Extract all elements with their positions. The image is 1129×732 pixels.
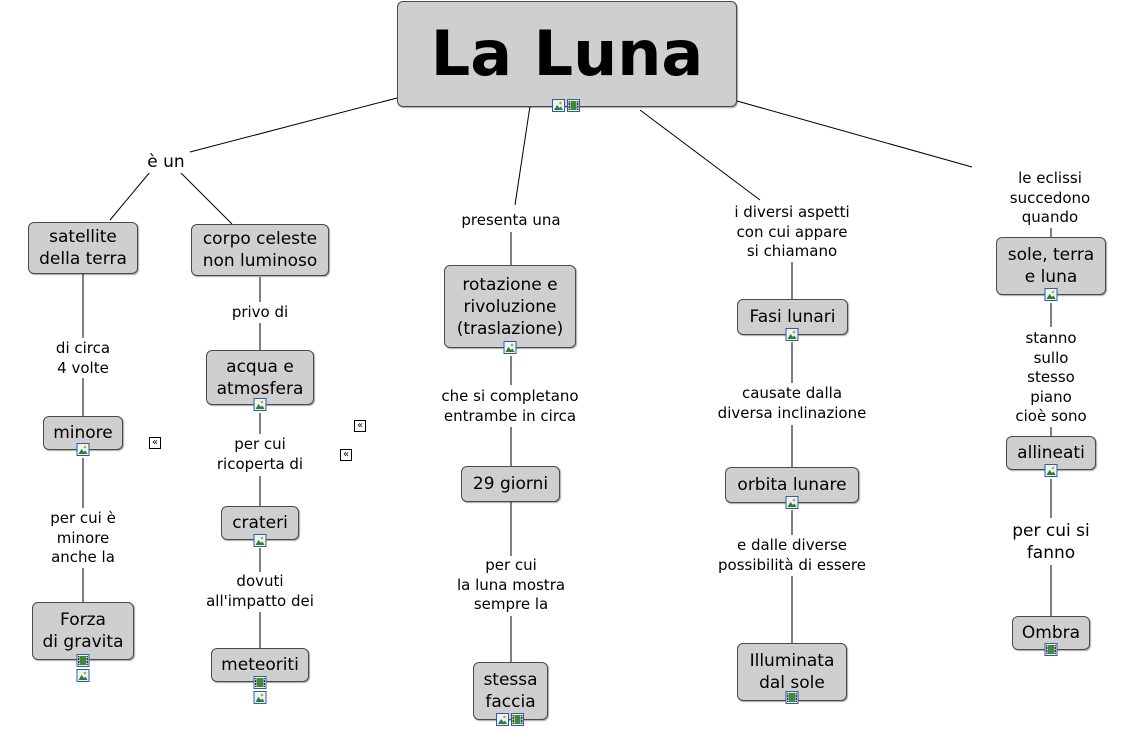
concept-label: orbita lunare (737, 475, 847, 495)
collapse-toggle[interactable]: « (354, 420, 366, 432)
image-resource-icon[interactable] (1044, 288, 1058, 301)
link-phrase-dovuti: dovuti all'impatto dei (206, 572, 314, 611)
image-resource-icon[interactable] (1044, 464, 1058, 477)
concept-label: stessa faccia (483, 670, 538, 712)
concept-label: allineati (1017, 443, 1085, 463)
video-resource-icon[interactable] (785, 691, 799, 704)
concept-label: corpo celeste non luminoso (202, 229, 318, 271)
link-phrase-di-circa: di circa 4 volte (55, 339, 111, 378)
image-resource-icon[interactable] (552, 99, 565, 112)
link-phrase-per-cui-luna: per cui la luna mostra sempre la (456, 556, 566, 615)
fasi-resources (785, 328, 799, 341)
faccia-resources (496, 713, 524, 726)
title-resources (552, 99, 580, 112)
image-resource-icon[interactable] (785, 328, 799, 341)
allineati-resources (1044, 464, 1058, 477)
ombra-resources (1044, 643, 1058, 656)
concept-label: Illuminata dal sole (749, 651, 835, 693)
link-phrase-eclissi: le eclissi succedono quando (1009, 169, 1091, 228)
link-phrase-causate: causate dalla diversa inclinazione (717, 384, 867, 423)
concept-label: Forza di gravita (42, 610, 124, 652)
video-resource-icon[interactable] (76, 654, 90, 667)
image-resource-icon[interactable] (76, 443, 90, 456)
concept-rotazione[interactable]: rotazione e rivoluzione (traslazione) (444, 265, 576, 348)
link-phrase-per-cui-minore: per cui è minore anche la (50, 509, 116, 568)
concept-label: crateri (232, 513, 288, 533)
concept-label: Fasi lunari (749, 307, 836, 327)
main-topic-title[interactable]: La Luna (397, 1, 737, 107)
link-phrase-e-dalle: e dalle diverse possibilità di essere (718, 536, 866, 575)
acqua-resources (253, 398, 267, 411)
concept-label: Ombra (1021, 623, 1081, 643)
video-resource-icon[interactable] (253, 676, 267, 689)
concept-corpo-celeste[interactable]: corpo celeste non luminoso (191, 224, 329, 276)
image-resource-icon[interactable] (503, 341, 517, 354)
concept-29-giorni[interactable]: 29 giorni (461, 466, 560, 502)
concept-label: minore (53, 423, 113, 443)
link-phrase-diversi-aspetti: i diversi aspetti con cui appare si chia… (734, 203, 850, 262)
concept-label: rotazione e rivoluzione (traslazione) (456, 274, 564, 339)
link-phrase-stanno: stanno sullo stesso piano cioè sono (1012, 329, 1090, 427)
concept-label: meteoriti (221, 655, 299, 675)
link-phrase-privo-di: privo di (231, 303, 289, 323)
sole-resources (1044, 288, 1058, 301)
image-resource-icon[interactable] (253, 691, 267, 704)
concept-illuminata[interactable]: Illuminata dal sole (737, 643, 847, 701)
crateri-resources (253, 534, 267, 547)
meteoriti-resources (253, 676, 267, 704)
minore-resources (76, 443, 90, 456)
video-resource-icon[interactable] (511, 713, 524, 726)
link-phrase-per-cui-fanno: per cui si fanno (1012, 520, 1090, 564)
orbita-resources (785, 496, 799, 509)
concept-sole-terra-luna[interactable]: sole, terra e luna (996, 237, 1106, 295)
link-phrase-che-si: che si completano entrambe in circa (441, 387, 579, 426)
concept-label: acqua e atmosfera (216, 356, 304, 399)
concept-label: sole, terra e luna (1007, 245, 1095, 287)
link-phrase-per-cui-ricoperta: per cui ricoperta di (216, 435, 304, 474)
concept-satellite[interactable]: satellite della terra (28, 222, 138, 274)
link-phrase-e-un: è un (147, 151, 185, 173)
collapse-toggle[interactable]: « (340, 449, 352, 461)
video-resource-icon[interactable] (1044, 643, 1058, 656)
concept-forza-gravita[interactable]: Forza di gravita (32, 602, 134, 660)
link-phrase-presenta: presenta una (461, 211, 561, 231)
concept-label: satellite della terra (39, 227, 127, 269)
collapse-toggle[interactable]: « (149, 437, 161, 449)
image-resource-icon[interactable] (253, 534, 267, 547)
video-resource-icon[interactable] (567, 99, 580, 112)
forza-resources (76, 654, 90, 682)
concept-minore[interactable]: minore (43, 416, 123, 450)
image-resource-icon[interactable] (496, 713, 509, 726)
image-resource-icon[interactable] (785, 496, 799, 509)
concept-stessa-faccia[interactable]: stessa faccia (473, 662, 548, 720)
rotazione-resources (503, 341, 517, 354)
image-resource-icon[interactable] (76, 669, 90, 682)
concept-acqua-atmosfera[interactable]: acqua e atmosfera (206, 350, 314, 405)
concept-label: 29 giorni (472, 474, 549, 494)
illuminata-resources (785, 691, 799, 704)
main-topic-label: La Luna (430, 17, 704, 90)
image-resource-icon[interactable] (253, 398, 267, 411)
